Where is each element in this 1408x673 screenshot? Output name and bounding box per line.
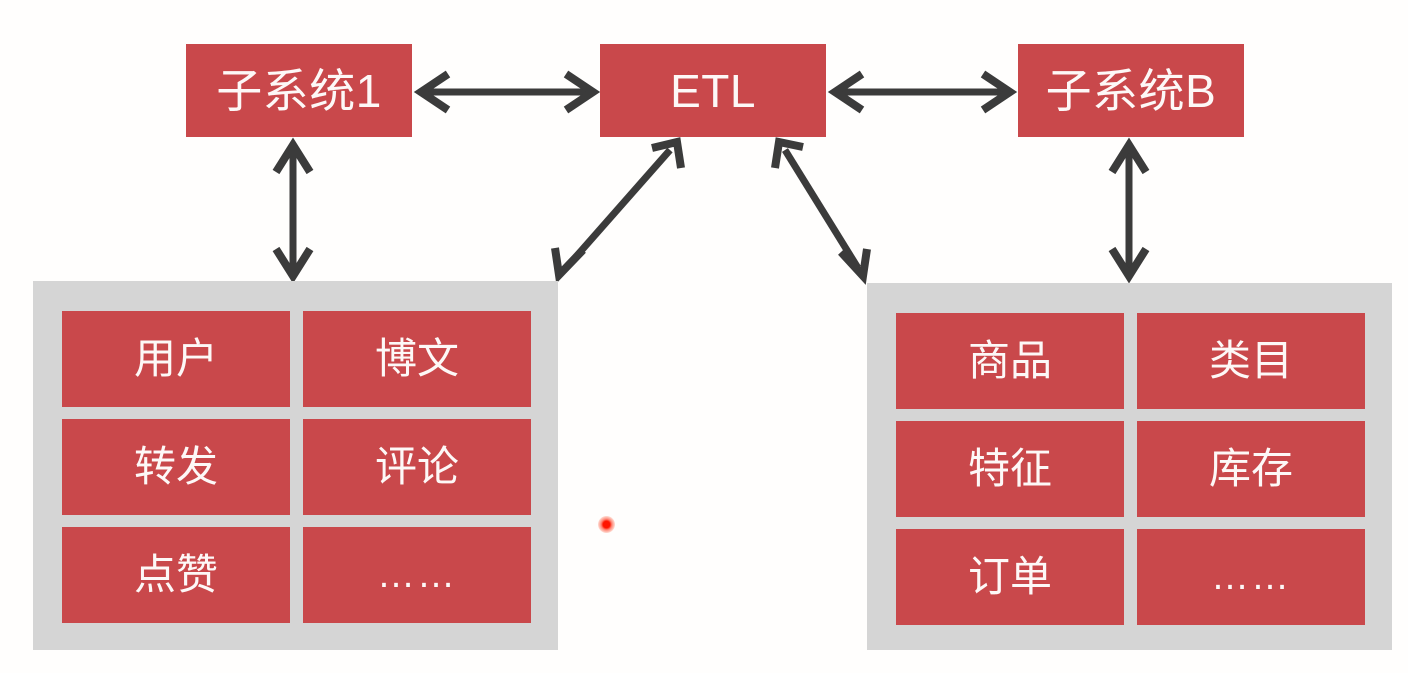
table-cell-label: 用户 <box>133 335 218 382</box>
table-cell[interactable]: 评论 <box>303 419 531 515</box>
table-cell[interactable]: 类目 <box>1137 313 1365 409</box>
cursor-click-indicator <box>598 516 615 533</box>
node-subsystem-1-label: 子系统1 <box>216 64 382 117</box>
table-cell[interactable]: 转发 <box>62 419 290 515</box>
table-cell-label: …… <box>1211 556 1291 598</box>
table-cell-label: 库存 <box>1208 445 1293 492</box>
table-cell-label: 订单 <box>967 553 1052 600</box>
left-table-grid: 用户 博文 转发 评论 点赞 …… <box>62 311 531 623</box>
node-etl[interactable]: ETL <box>600 44 826 137</box>
connector-etl-rightgroup <box>771 137 871 285</box>
table-cell-label: 转发 <box>133 443 218 490</box>
table-cell-label: 评论 <box>374 443 459 490</box>
table-cell[interactable]: 库存 <box>1137 421 1365 517</box>
node-subsystem-b-label: 子系统B <box>1045 64 1217 117</box>
node-subsystem-b[interactable]: 子系统B <box>1018 44 1244 137</box>
table-cell-label: 特征 <box>967 445 1052 492</box>
table-cell[interactable]: 用户 <box>62 311 290 407</box>
connector-sub1-leftgroup <box>272 137 314 284</box>
connector-etl-leftgroup <box>551 137 685 284</box>
table-cell[interactable]: 订单 <box>896 529 1124 625</box>
right-datastore-panel: 商品 类目 特征 库存 订单 …… <box>867 283 1392 650</box>
connector-subb-rightgroup <box>1108 137 1150 284</box>
node-etl-label: ETL <box>670 64 756 117</box>
table-cell-label: 博文 <box>374 335 459 382</box>
connector-etl-subb <box>827 70 1018 114</box>
table-cell-label: 点赞 <box>133 551 218 598</box>
table-cell[interactable]: 商品 <box>896 313 1124 409</box>
table-cell[interactable]: 特征 <box>896 421 1124 517</box>
connector-sub1-etl <box>413 70 601 114</box>
table-cell-more[interactable]: …… <box>1137 529 1365 625</box>
table-cell[interactable]: 博文 <box>303 311 531 407</box>
table-cell-more[interactable]: …… <box>303 527 531 623</box>
table-cell[interactable]: 点赞 <box>62 527 290 623</box>
table-cell-label: 商品 <box>967 337 1052 384</box>
left-datastore-panel: 用户 博文 转发 评论 点赞 …… <box>33 281 558 650</box>
right-table-grid: 商品 类目 特征 库存 订单 …… <box>896 313 1365 625</box>
table-cell-label: …… <box>377 554 457 596</box>
table-cell-label: 类目 <box>1208 337 1293 384</box>
node-subsystem-1[interactable]: 子系统1 <box>186 44 412 137</box>
